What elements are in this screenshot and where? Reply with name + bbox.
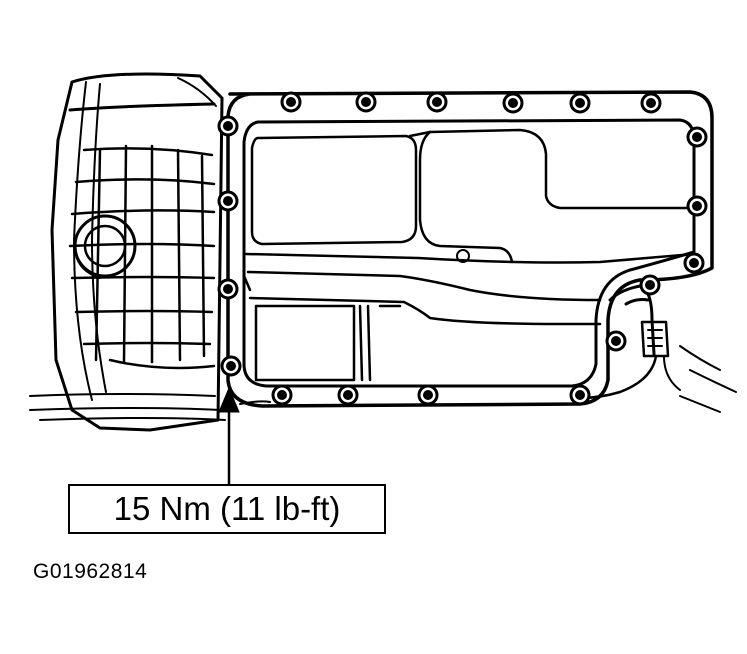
bell-housing (50, 72, 224, 432)
dipstick-tube (578, 284, 737, 413)
oil-pan-sump (242, 118, 696, 388)
bolt (686, 126, 708, 148)
bolt (502, 92, 524, 114)
leader-arrow (218, 386, 240, 484)
bolt (640, 92, 662, 114)
bolt (217, 278, 239, 300)
bolt (569, 92, 591, 114)
torque-callout-box: 15 Nm (11 lb-ft) (68, 484, 386, 534)
pan-bolts (217, 91, 708, 406)
bolt (683, 252, 705, 274)
bolt (271, 384, 293, 406)
bolt (686, 195, 708, 217)
oil-pan-flange (226, 90, 714, 408)
ground-lines (29, 393, 271, 421)
pan-detail (242, 128, 696, 382)
housing-grid (68, 144, 216, 370)
drain-plug (73, 214, 137, 279)
torque-value: 15 Nm (11 lb-ft) (113, 490, 341, 527)
bolt (280, 91, 302, 113)
bolt (337, 384, 359, 406)
bolt (605, 330, 627, 352)
bolt (355, 91, 377, 113)
bolt (426, 91, 448, 113)
bolt (220, 355, 242, 377)
bolt (417, 384, 439, 406)
bolt (569, 384, 591, 406)
bolt (217, 190, 239, 212)
figure-id: G01962814 (33, 560, 148, 583)
bolt (639, 274, 661, 296)
bolt (217, 115, 239, 137)
